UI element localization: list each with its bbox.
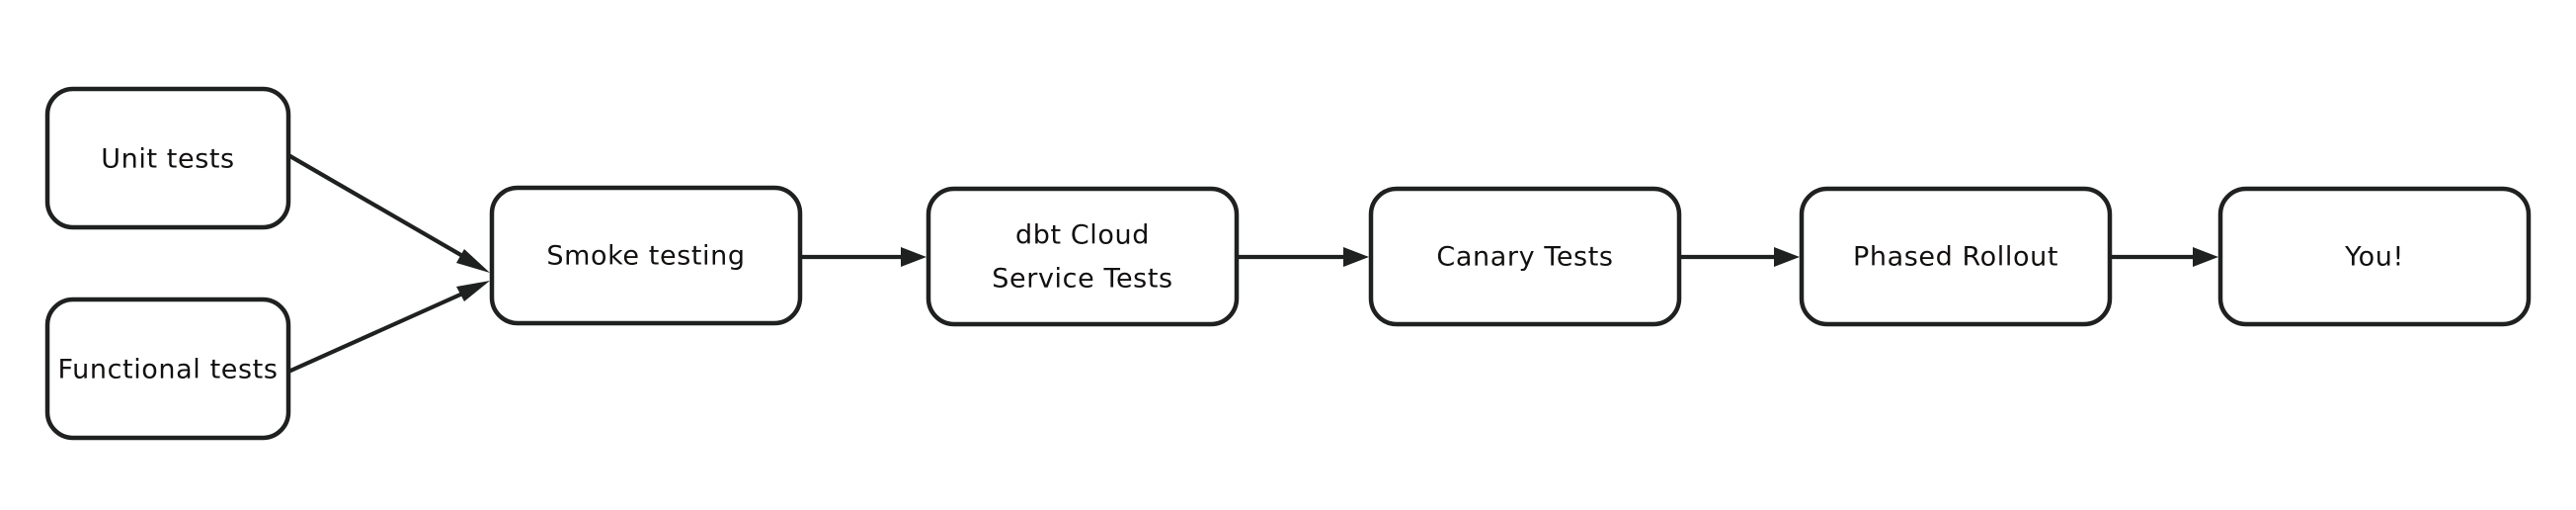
node-phased-rollout[interactable]: Phased Rollout bbox=[1799, 186, 2113, 327]
node-functional-tests-label: Functional tests bbox=[58, 355, 279, 385]
node-smoke-testing-shape[interactable] bbox=[489, 185, 803, 326]
node-dbt-cloud-service-tests-label-line1: dbt Cloud bbox=[1015, 220, 1150, 251]
node-you-shape[interactable] bbox=[2217, 186, 2532, 327]
node-dbt-cloud-service-tests-label-line2: Service Tests bbox=[992, 264, 1172, 295]
node-functional-tests[interactable]: Functional tests bbox=[44, 297, 291, 441]
node-canary-tests-label: Canary Tests bbox=[1436, 242, 1613, 273]
node-canary-tests[interactable]: Canary Tests bbox=[1368, 186, 1682, 327]
edge-functional-to-smoke bbox=[287, 281, 490, 374]
node-smoke-testing[interactable]: Smoke testing bbox=[489, 185, 803, 326]
edge-smoke-to-dbt bbox=[802, 247, 926, 267]
arrowhead-dbt-to-canary bbox=[1343, 247, 1369, 267]
edge-canary-to-phased bbox=[1681, 247, 1800, 267]
node-phased-rollout-shape[interactable] bbox=[1799, 186, 2113, 327]
node-phased-rollout-label: Phased Rollout bbox=[1853, 242, 2058, 273]
node-canary-tests-shape[interactable] bbox=[1368, 186, 1682, 327]
node-unit-tests-label: Unit tests bbox=[101, 144, 234, 175]
edge-phased-to-you bbox=[2112, 247, 2218, 267]
node-you[interactable]: You! bbox=[2217, 186, 2532, 327]
edge-line-unit-to-smoke bbox=[286, 153, 480, 267]
node-you-label: You! bbox=[2344, 242, 2404, 273]
edge-unit-to-smoke bbox=[286, 153, 490, 273]
edge-dbt-to-canary bbox=[1239, 247, 1369, 267]
node-functional-tests-shape[interactable] bbox=[44, 297, 291, 441]
arrowhead-smoke-to-dbt bbox=[901, 247, 926, 267]
node-dbt-cloud-service-tests[interactable]: dbt Cloud Service Tests bbox=[926, 186, 1240, 327]
arrowhead-functional-to-smoke bbox=[456, 281, 490, 301]
node-dbt-cloud-service-tests-shape[interactable] bbox=[926, 186, 1240, 327]
node-unit-tests-shape[interactable] bbox=[44, 86, 291, 230]
arrowhead-canary-to-phased bbox=[1774, 247, 1800, 267]
edge-line-functional-to-smoke bbox=[287, 285, 479, 374]
arrowhead-unit-to-smoke bbox=[456, 249, 490, 273]
arrowhead-phased-to-you bbox=[2193, 247, 2218, 267]
node-smoke-testing-label: Smoke testing bbox=[546, 241, 745, 272]
node-unit-tests[interactable]: Unit tests bbox=[44, 86, 291, 230]
